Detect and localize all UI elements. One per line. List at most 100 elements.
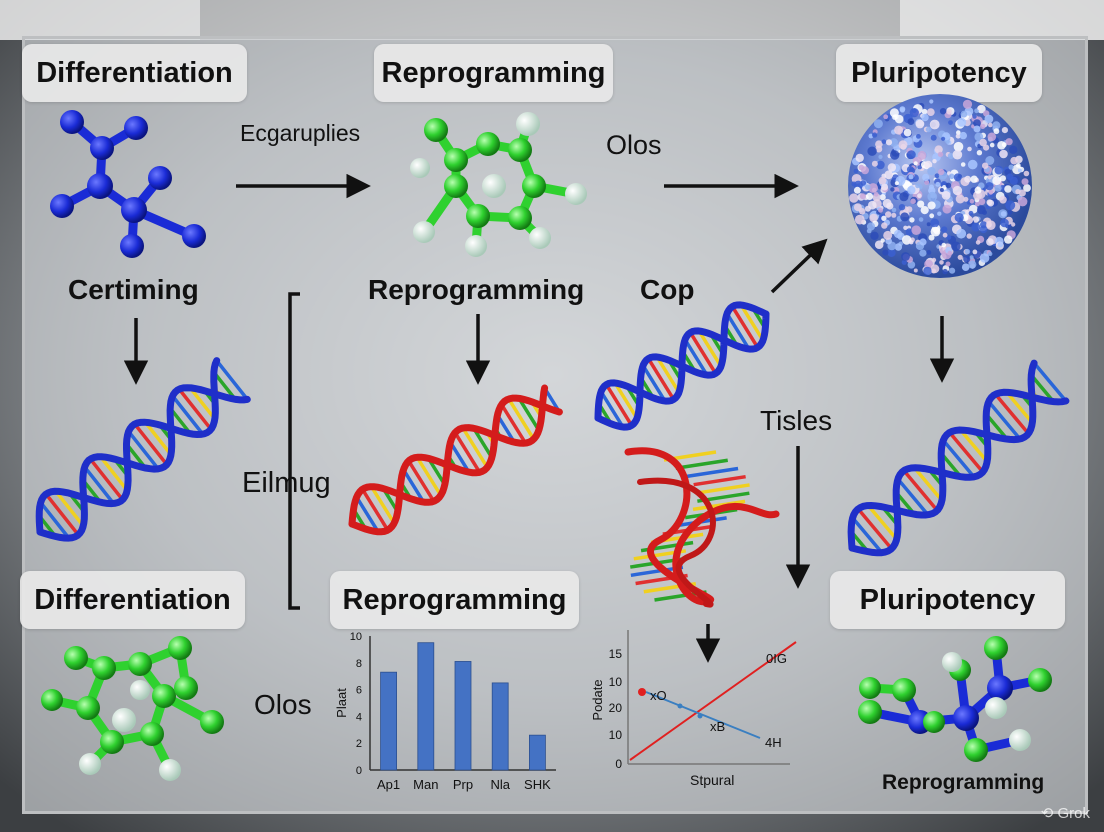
top-label-pluripotency: Pluripotency (836, 44, 1042, 102)
label-reprogramming-mid: Reprogramming (368, 274, 585, 305)
sphere-speckle (927, 201, 936, 210)
sphere-speckle (931, 257, 937, 263)
bar-category-label: Nla (490, 777, 510, 792)
sphere-speckle (974, 132, 984, 142)
sphere-speckle (972, 249, 978, 255)
sphere-speckle (855, 153, 864, 163)
arrow-diagonal (770, 238, 828, 294)
dna-base-pair (646, 357, 676, 401)
dna-base-pair (171, 394, 205, 436)
sphere-speckle (867, 146, 877, 156)
sphere-speckle (985, 156, 995, 165)
dna-base-pair (461, 427, 489, 469)
sphere-speckle (948, 120, 953, 125)
arrow-label-ecgaruplies: Ecgaruplies (240, 120, 361, 146)
sphere-speckle (988, 251, 993, 257)
bar-man (417, 642, 435, 771)
sphere-speckle (898, 204, 906, 211)
dna-base-pair (1029, 374, 1055, 403)
sphere-speckle (997, 241, 1004, 248)
sphere-speckle (937, 151, 944, 158)
dna-base-pair (517, 397, 541, 432)
sphere-speckle (947, 250, 953, 256)
sphere-speckle (979, 253, 990, 263)
sphere-speckle (1021, 178, 1029, 186)
dna-base-pair (994, 393, 1030, 435)
sphere-speckle (924, 179, 930, 185)
blue-molecule-top-left (50, 110, 206, 258)
protein-sphere (848, 94, 1032, 278)
sphere-speckle (854, 214, 865, 225)
sphere-speckle (973, 125, 981, 133)
dna-base-pair (453, 431, 482, 474)
dna-backbone-strand (348, 394, 563, 536)
sphere-speckle (853, 168, 859, 174)
sphere-speckle (988, 189, 994, 195)
label-eilmug: Eilmug (242, 467, 331, 499)
sphere-speckle (971, 222, 981, 232)
dna-base-pair (697, 330, 723, 368)
sphere-speckle (961, 263, 970, 272)
sphere-speckle (982, 162, 989, 169)
bar-prp (454, 661, 472, 771)
sphere-speckle (926, 108, 935, 116)
sphere-speckle (901, 259, 907, 265)
point-label-xo: xO (650, 688, 667, 703)
dna-base-pair (369, 485, 396, 525)
bar-category-label: Prp (453, 777, 473, 792)
dna-backbone-strand (348, 384, 549, 528)
sphere-speckle (907, 150, 916, 160)
bracket (288, 292, 300, 610)
sphere-speckle (910, 198, 916, 205)
point-label-xb: xB (710, 719, 725, 734)
dna-base-pair (693, 474, 746, 487)
sphere-speckle (890, 187, 895, 192)
sphere-speckle (853, 203, 862, 212)
sphere-speckle (889, 138, 898, 147)
sphere-speckle (869, 213, 878, 223)
sphere-speckle (1005, 200, 1016, 211)
sphere-speckle (893, 229, 903, 239)
dna-base-pair (851, 516, 884, 554)
sphere-speckle (907, 261, 916, 269)
dna-base-pair (856, 507, 893, 550)
dna-base-pair (896, 477, 930, 516)
sphere-speckle (901, 252, 910, 261)
sphere-speckle (1010, 222, 1016, 227)
sphere-speckle (959, 131, 967, 140)
sphere-speckle (941, 226, 948, 233)
watermark-text: Grok (1057, 805, 1090, 822)
dna-backbone-strand (847, 359, 1038, 552)
sphere-speckle (946, 108, 952, 115)
sphere-speckle (953, 141, 964, 152)
sphere-speckle (969, 198, 975, 204)
sphere-speckle (876, 160, 885, 170)
dna-base-pair (355, 496, 380, 533)
sphere-speckle (928, 234, 935, 241)
sphere-speckle (873, 191, 879, 197)
sphere-speckle (924, 160, 933, 169)
sphere-speckle (955, 194, 965, 204)
sphere-speckle (881, 215, 887, 221)
sphere-speckle (909, 240, 914, 245)
dna-base-pair (941, 439, 976, 479)
sphere-speckle (874, 240, 884, 249)
sphere-speckle (872, 132, 878, 138)
dna-base-pair (599, 390, 625, 428)
dna-base-pair (360, 488, 390, 531)
sphere-speckle (890, 150, 900, 160)
sphere-speckle (977, 205, 986, 215)
sphere-speckle (957, 254, 963, 260)
dna-base-pair (655, 356, 681, 394)
line-chart-ylabel: Podate (590, 679, 605, 720)
sphere-speckle (960, 110, 968, 118)
sphere-speckle (967, 159, 978, 170)
sphere-speckle (1023, 170, 1030, 177)
sphere-speckle (878, 207, 883, 213)
dna-base-pair (688, 331, 718, 375)
bar-ap1 (380, 671, 398, 771)
sphere-speckle (992, 176, 1002, 186)
sphere-speckle (945, 182, 952, 189)
sphere-speckle (986, 238, 994, 246)
